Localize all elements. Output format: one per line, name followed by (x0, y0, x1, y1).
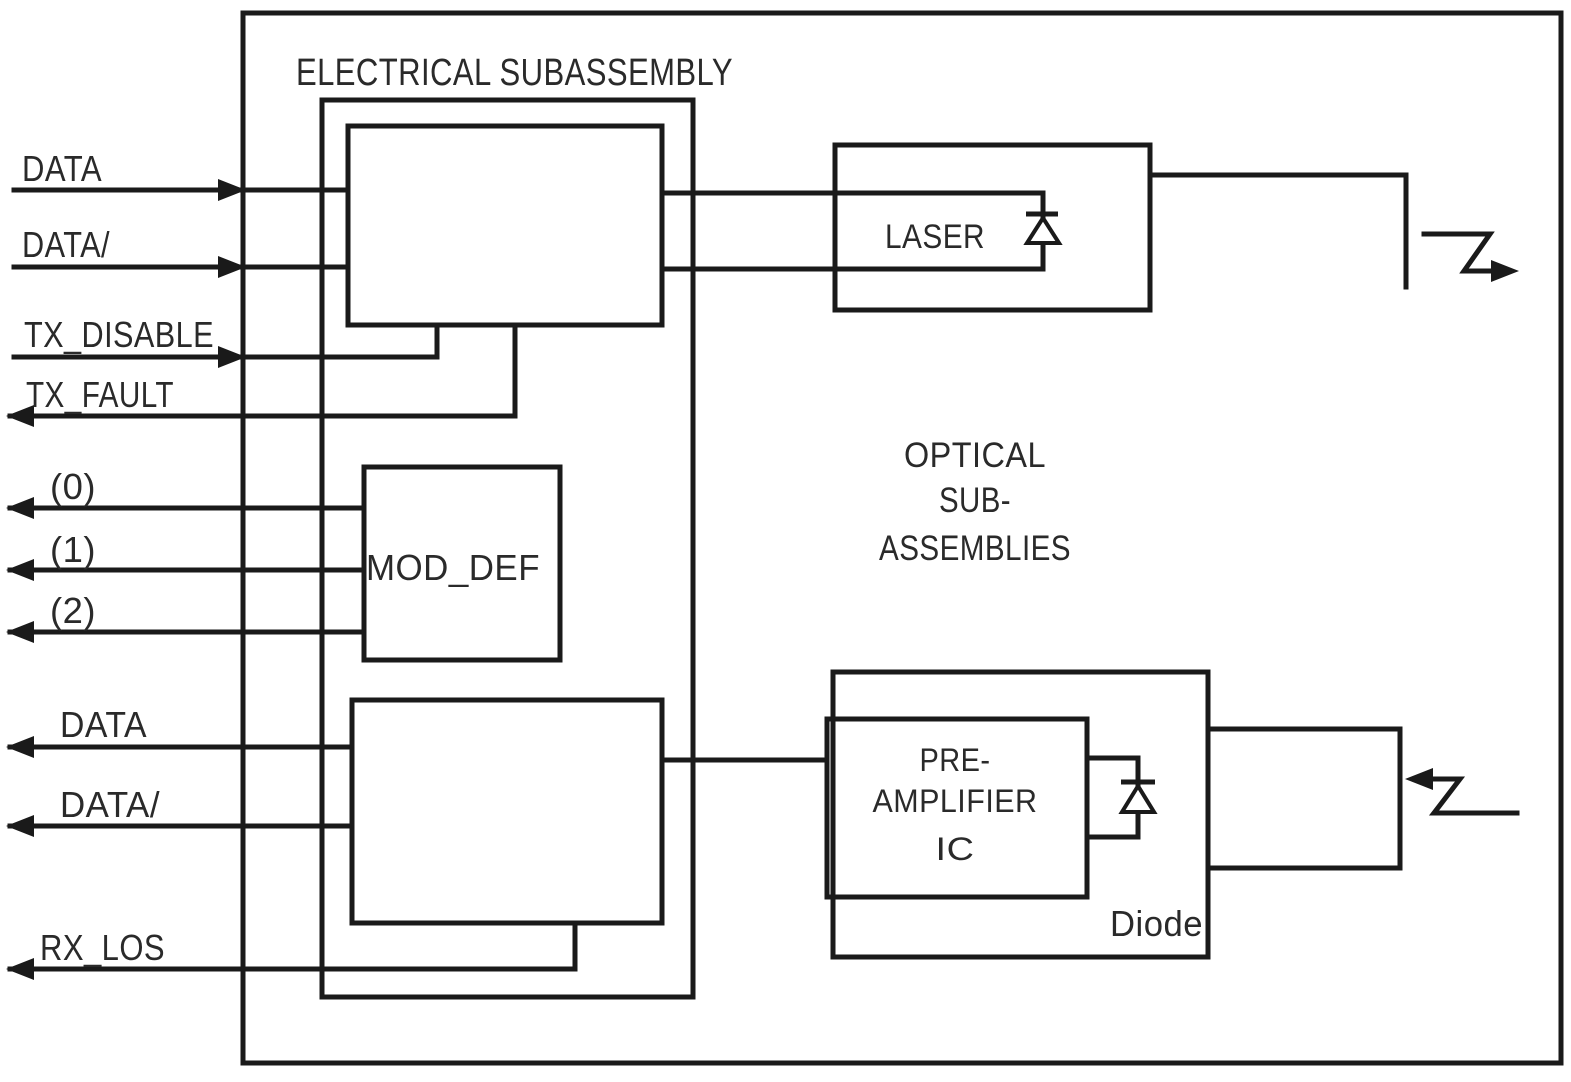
optical-label-line2: SUB- (939, 481, 1011, 520)
preamp-label-line1: PRE- (920, 742, 991, 778)
rx-data-label: DATA (60, 704, 147, 745)
rx-los-arrowhead (6, 958, 34, 980)
rx-fiber-arrowhead (1405, 768, 1433, 790)
preamp-label-line3: IC (936, 831, 975, 867)
rx-data-bar-arrowhead (6, 815, 34, 837)
rx-los-label: RX_LOS (40, 927, 165, 968)
mod-def-0-arrowhead (6, 497, 34, 519)
rx-data-arrowhead (6, 736, 34, 758)
tosa-output-line (1147, 172, 1409, 290)
tx-fault-label: TX_FAULT (26, 374, 174, 415)
tx-fault-line (7, 324, 518, 419)
preamp-ic-box (824, 716, 1090, 900)
tx-fiber-zigzag (1421, 231, 1497, 274)
mod-def-1-label: (1) (50, 529, 96, 570)
electrical-subassembly-label: ELECTRICAL SUBASSEMBLY (296, 52, 733, 94)
tx-disable-arrowhead (218, 346, 246, 368)
tx-fiber-arrowhead (1491, 260, 1519, 282)
preamp-label-line2: AMPLIFIER (873, 783, 1038, 819)
rx-los-line (7, 922, 578, 972)
mod-def-box (361, 464, 563, 663)
mod-def-2-arrowhead (6, 621, 34, 643)
mod-def-label: MOD_DEF (366, 547, 540, 588)
photodiode-caption: Diode (1110, 903, 1203, 944)
optical-label-line3: ASSEMBLIES (879, 529, 1071, 568)
mod-def-2-label: (2) (50, 590, 96, 631)
tx-data-arrowhead (218, 179, 246, 201)
tx-disable-label: TX_DISABLE (24, 314, 214, 355)
tx-data-bar-label: DATA/ (22, 224, 110, 265)
tosa-box (832, 142, 1153, 313)
tx-disable-line (11, 324, 440, 360)
tx-data-bar-arrowhead (218, 256, 246, 278)
tx-data-label: DATA (22, 148, 102, 189)
laser-diode-icon (1023, 214, 1063, 245)
laser-label: LASER (885, 218, 985, 256)
optical-label-line1: OPTICAL (904, 436, 1046, 475)
photodiode-icon (1118, 782, 1158, 814)
mod-def-0-label: (0) (50, 466, 96, 507)
module-outline (240, 10, 1564, 1066)
rx-data-bar-label: DATA/ (60, 784, 160, 825)
electrical-subassembly-outline (319, 97, 696, 1000)
rx-fiber-zigzag (1428, 776, 1520, 816)
rx-ic-box (349, 697, 665, 926)
fiber-receptacle-box (1205, 726, 1403, 871)
tx-fault-arrowhead (6, 405, 34, 427)
mod-def-1-arrowhead (6, 559, 34, 581)
tx-driver-ic-box (345, 123, 665, 328)
